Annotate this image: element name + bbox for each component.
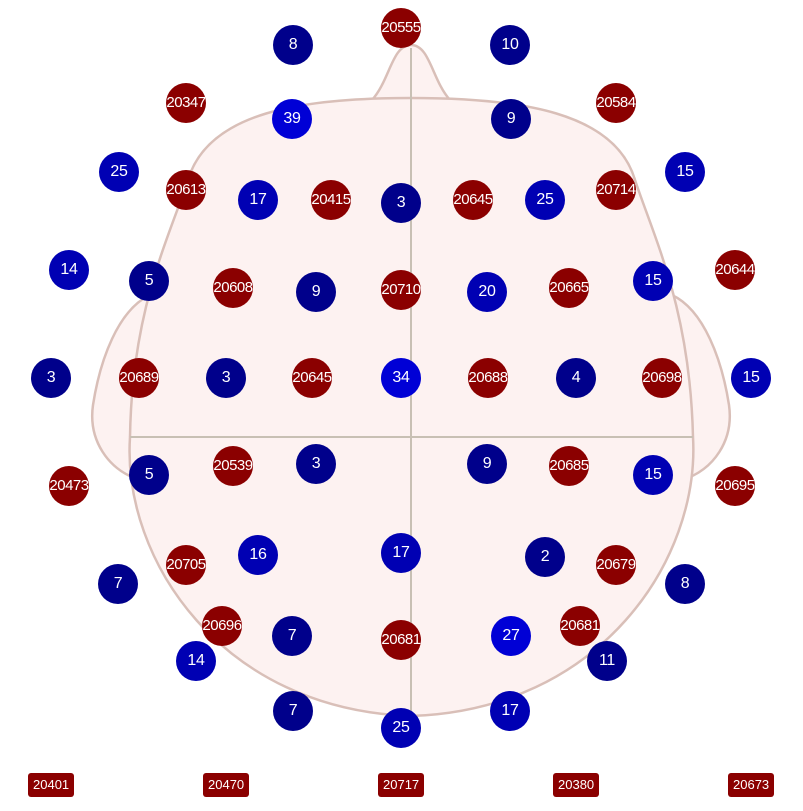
- electrode-node: 14: [176, 641, 216, 681]
- electrode-node: 20679: [596, 545, 636, 585]
- electrode-node: 9: [491, 99, 531, 139]
- electrode-node: 16: [238, 535, 278, 575]
- electrode-node: 14: [49, 250, 89, 290]
- electrode-node: 20347: [166, 83, 206, 123]
- reference-label: 20673: [728, 773, 775, 797]
- electrode-node: 25: [525, 180, 565, 220]
- electrode-node: 20415: [311, 180, 351, 220]
- electrode-node: 20698: [642, 358, 682, 398]
- electrode-node: 3: [381, 183, 421, 223]
- reference-label: 20380: [553, 773, 600, 797]
- electrode-node: 7: [98, 564, 138, 604]
- electrode-node: 20665: [549, 268, 589, 308]
- electrode-node: 25: [381, 708, 421, 748]
- electrode-node: 9: [467, 444, 507, 484]
- electrode-node: 17: [490, 691, 530, 731]
- electrode-node: 20710: [381, 270, 421, 310]
- electrode-node: 20644: [715, 250, 755, 290]
- electrode-node: 20645: [292, 358, 332, 398]
- electrode-node: 20685: [549, 446, 589, 486]
- electrode-node: 8: [665, 564, 705, 604]
- electrode-node: 20613: [166, 170, 206, 210]
- electrode-node: 20681: [560, 606, 600, 646]
- electrode-node: 7: [272, 616, 312, 656]
- electrode-node: 20608: [213, 268, 253, 308]
- electrode-node: 27: [491, 616, 531, 656]
- electrode-node: 20705: [166, 545, 206, 585]
- electrode-node: 5: [129, 261, 169, 301]
- electrode-node: 5: [129, 455, 169, 495]
- electrode-node: 20695: [715, 466, 755, 506]
- electrode-node: 15: [731, 358, 771, 398]
- electrode-node: 25: [99, 152, 139, 192]
- electrode-node: 20555: [381, 8, 421, 48]
- electrode-node: 20681: [381, 620, 421, 660]
- electrode-node: 8: [273, 25, 313, 65]
- electrode-node: 20696: [202, 606, 242, 646]
- electrode-node: 20689: [119, 358, 159, 398]
- electrode-node: 15: [665, 152, 705, 192]
- electrode-node: 15: [633, 455, 673, 495]
- electrode-node: 9: [296, 272, 336, 312]
- electrode-node: 20688: [468, 358, 508, 398]
- electrode-node: 3: [31, 358, 71, 398]
- electrode-node: 15: [633, 261, 673, 301]
- electrode-node: 20: [467, 272, 507, 312]
- reference-label: 20470: [203, 773, 250, 797]
- electrode-node: 39: [272, 99, 312, 139]
- reference-label: 20401: [28, 773, 75, 797]
- reference-label: 20717: [378, 773, 425, 797]
- electrode-node: 20645: [453, 180, 493, 220]
- electrode-node: 3: [296, 444, 336, 484]
- electrode-node: 3: [206, 358, 246, 398]
- electrode-node: 7: [273, 691, 313, 731]
- electrode-node: 20473: [49, 466, 89, 506]
- electrode-node: 10: [490, 25, 530, 65]
- electrode-node: 17: [381, 533, 421, 573]
- electrode-node: 20539: [213, 446, 253, 486]
- electrode-node: 34: [381, 358, 421, 398]
- electrode-node: 20584: [596, 83, 636, 123]
- electrode-node: 4: [556, 358, 596, 398]
- electrode-node: 17: [238, 180, 278, 220]
- electrode-node: 20714: [596, 170, 636, 210]
- electrode-node: 11: [587, 641, 627, 681]
- electrode-node: 2: [525, 537, 565, 577]
